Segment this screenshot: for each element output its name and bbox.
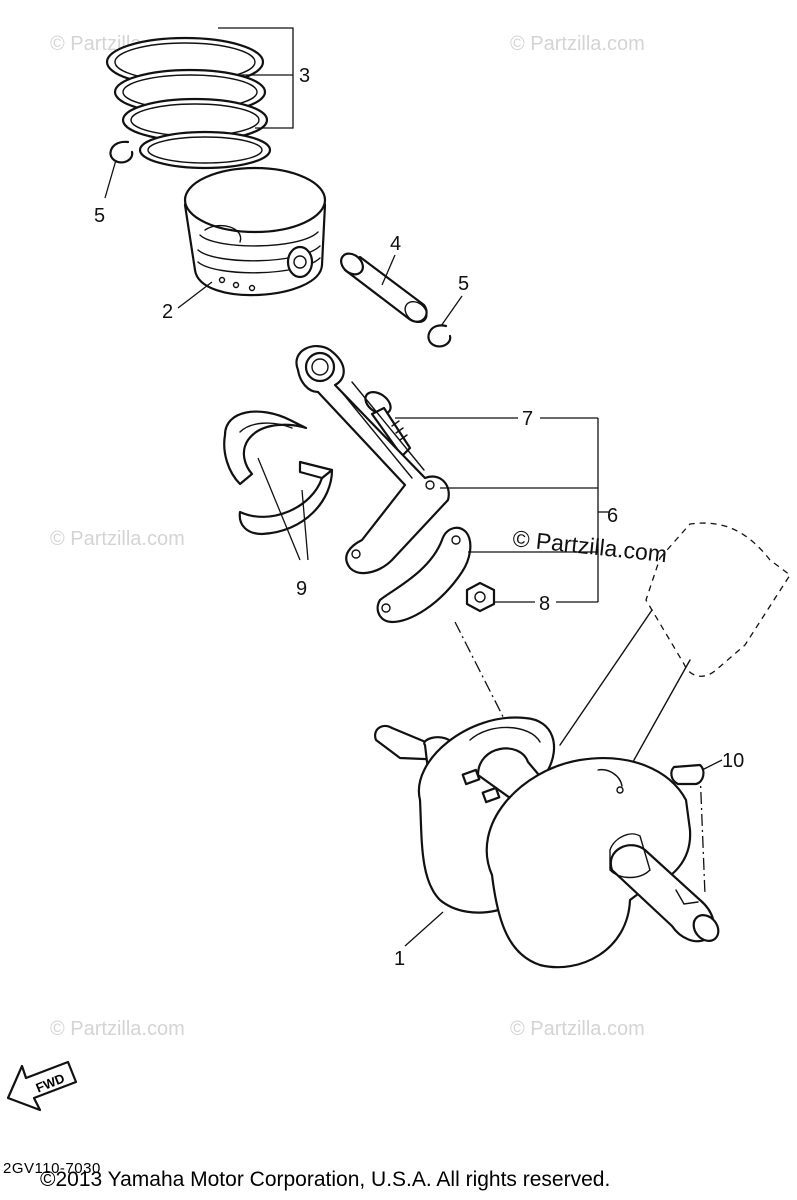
- callout-4: 4: [390, 233, 401, 255]
- diagram-code: 2GV110-7030: [3, 1160, 101, 1177]
- fwd-arrow-icon: FWD: [6, 1060, 78, 1112]
- callout-5-right: 5: [458, 273, 469, 295]
- callout-9: 9: [296, 578, 307, 600]
- callout-6: 6: [607, 505, 618, 527]
- piston-pin: [340, 252, 428, 324]
- callout-3: 3: [299, 65, 310, 87]
- callout-8: 8: [539, 593, 550, 615]
- piston: [183, 166, 327, 297]
- phantom-rod: [559, 522, 791, 786]
- watermark: © Partzilla.com: [50, 528, 185, 550]
- center-watermark: © Partzilla.com: [511, 525, 668, 567]
- callout-1: 1: [394, 948, 405, 970]
- callout-2: 2: [162, 301, 173, 323]
- callout-5-left: 5: [94, 205, 105, 227]
- watermark: © Partzilla.com: [510, 33, 645, 55]
- callout-10: 10: [722, 750, 744, 772]
- rod-nut: [465, 581, 496, 613]
- bearing-upper: [223, 410, 308, 486]
- watermark: © Partzilla.com: [50, 1018, 185, 1040]
- woodruff-key: [670, 763, 705, 786]
- copyright-notice: ©2013 Yamaha Motor Corporation, U.S.A. A…: [40, 1168, 611, 1191]
- bearing-lower: [238, 460, 334, 536]
- piston-rings: [105, 36, 272, 170]
- circlip-left: [109, 140, 134, 164]
- circlip-right: [427, 324, 452, 348]
- watermark: © Partzilla.com: [510, 1018, 645, 1040]
- crankshaft: [374, 716, 720, 969]
- callout-7: 7: [522, 408, 533, 430]
- connecting-rod: [295, 345, 450, 575]
- connecting-rod-cap: [376, 526, 472, 624]
- rod-bolt: [364, 390, 412, 458]
